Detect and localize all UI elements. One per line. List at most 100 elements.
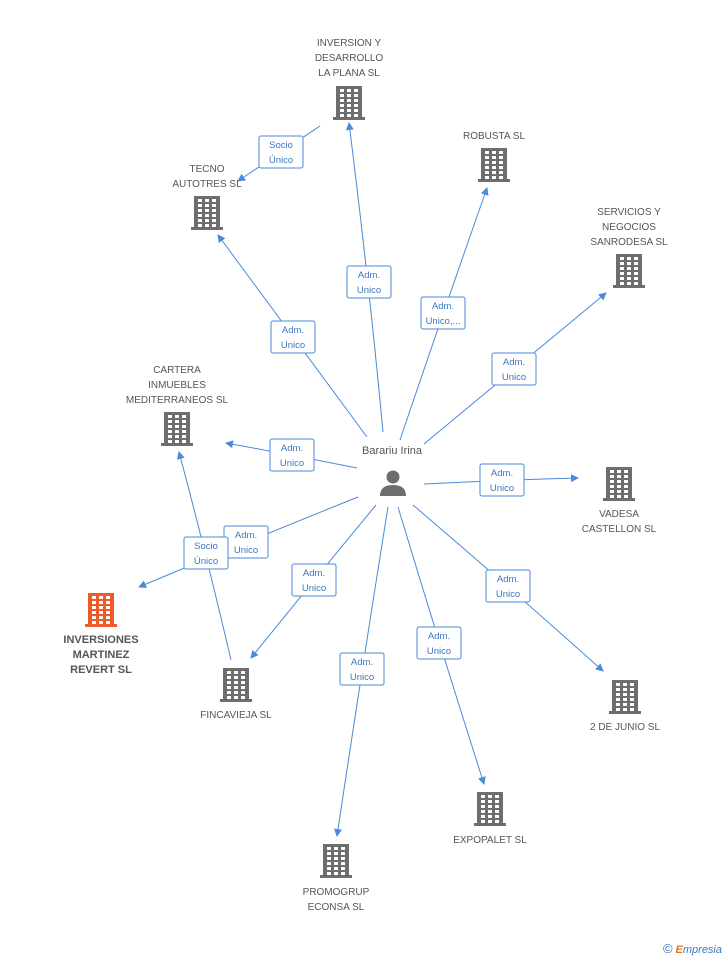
building-icon[interactable] [474, 792, 506, 826]
building-window [623, 703, 627, 706]
building-window [624, 480, 628, 483]
edge-label-box[interactable] [270, 320, 316, 354]
building-window [327, 852, 331, 855]
edge-label-box[interactable] [258, 135, 304, 169]
company-node-fincavieja[interactable]: FINCAVIEJA SL [200, 668, 272, 721]
edge-label[interactable]: Adm.Unico,... [420, 296, 466, 330]
building-window [198, 199, 202, 202]
edge-label-text: Unico [234, 545, 258, 556]
edge-label-text: Único [269, 155, 293, 166]
building-base [609, 711, 641, 714]
building-window [327, 872, 331, 875]
building-window [168, 435, 172, 438]
building-icon[interactable] [333, 86, 365, 120]
building-window [227, 691, 231, 694]
edge-label-box[interactable] [491, 352, 537, 386]
building-window [627, 282, 631, 285]
building-window [241, 671, 245, 674]
building-window [106, 601, 110, 604]
building-window [198, 204, 202, 207]
company-node-robusta[interactable]: ROBUSTA SL [463, 131, 525, 182]
building-window [347, 89, 351, 92]
building-window [92, 616, 96, 619]
building-window [212, 204, 216, 207]
company-label: ROBUSTA SL [463, 131, 525, 142]
building-window [182, 430, 186, 433]
building-window [327, 857, 331, 860]
edge-label[interactable]: Adm.Unico [270, 320, 316, 354]
edge-label-box[interactable] [416, 626, 462, 660]
building-window [488, 810, 492, 813]
building-window [620, 272, 624, 275]
building-window [624, 490, 628, 493]
building-window [347, 99, 351, 102]
edge-label-box[interactable] [291, 563, 337, 597]
edge-label[interactable]: Adm.Unico [416, 626, 462, 660]
building-icon[interactable] [613, 254, 645, 288]
building-window [241, 676, 245, 679]
edge-label[interactable]: Adm.Unico [291, 563, 337, 597]
edge-label[interactable]: Adm.Unico [223, 525, 269, 559]
building-icon[interactable] [161, 412, 193, 446]
building-window [485, 161, 489, 164]
building-window [630, 703, 634, 706]
building-window [620, 277, 624, 280]
edge-label-box[interactable] [479, 463, 525, 497]
building-window [623, 693, 627, 696]
building-window [99, 621, 103, 624]
building-window [495, 795, 499, 798]
building-window [334, 867, 338, 870]
building-icon[interactable] [609, 680, 641, 714]
edge-label-box[interactable] [485, 569, 531, 603]
building-window [175, 435, 179, 438]
building-window [334, 852, 338, 855]
building-icon[interactable] [478, 148, 510, 182]
person-node[interactable]: Barariu Irina [362, 445, 423, 496]
building-icon[interactable] [191, 196, 223, 230]
edge-label-box[interactable] [420, 296, 466, 330]
edge-label[interactable]: Adm.Unico [269, 438, 315, 472]
edge-label-box[interactable] [183, 536, 229, 570]
building-window [175, 415, 179, 418]
building-window [485, 171, 489, 174]
building-icon[interactable] [603, 467, 635, 501]
building-window [623, 683, 627, 686]
edge-label-box[interactable] [269, 438, 315, 472]
building-window [168, 430, 172, 433]
company-label: INMUEBLES [148, 380, 206, 391]
edge-label[interactable]: Adm.Unico [339, 652, 385, 686]
edge-label-box[interactable] [339, 652, 385, 686]
building-window [488, 800, 492, 803]
building-window [334, 857, 338, 860]
building-window [616, 693, 620, 696]
footer-credit: ©Empresia [663, 941, 722, 956]
edge-label-text: Unico [280, 458, 304, 469]
company-node-junio[interactable]: 2 DE JUNIO SL [590, 680, 660, 733]
edge-label[interactable]: Adm.Unico [479, 463, 525, 497]
edge-label-text: Unico,... [426, 316, 461, 327]
building-icon[interactable] [220, 668, 252, 702]
building-icon[interactable] [85, 593, 117, 627]
building-window [341, 867, 345, 870]
edge-label[interactable]: Adm.Unico [491, 352, 537, 386]
company-node-expopalet[interactable]: EXPOPALET SL [453, 792, 527, 846]
building-window [168, 425, 172, 428]
edge-label[interactable]: Adm.Unico [346, 265, 392, 299]
building-window [334, 872, 338, 875]
person-name: Barariu Irina [362, 445, 423, 457]
edge-label[interactable]: Adm.Unico [485, 569, 531, 603]
edge-label-text: Adm. [303, 568, 325, 579]
edge-label-box[interactable] [346, 265, 392, 299]
company-label: MEDITERRANEOS SL [126, 395, 229, 406]
building-window [630, 683, 634, 686]
building-icon[interactable] [320, 844, 352, 878]
